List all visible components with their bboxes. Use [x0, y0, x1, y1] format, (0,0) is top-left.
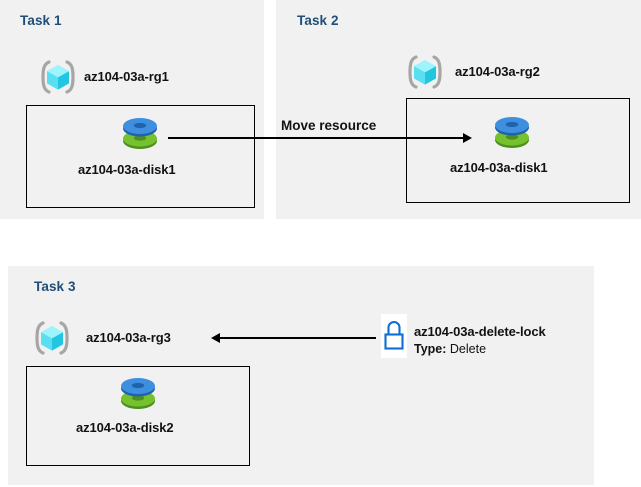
task-1-resource-label: az104-03a-disk1	[78, 162, 176, 177]
lock-applies-arrow-line	[220, 337, 376, 339]
lock-applies-arrow-head	[211, 333, 220, 343]
resource-group-icon	[32, 318, 72, 358]
managed-disk-icon	[119, 114, 161, 152]
lock-icon	[381, 314, 407, 358]
lock-type-key: Type:	[414, 342, 447, 356]
task-2-panel	[276, 0, 641, 219]
task-2-title: Task 2	[297, 13, 339, 28]
move-resource-arrow-line	[168, 137, 464, 139]
task-1-title: Task 1	[20, 13, 62, 28]
managed-disk-icon	[117, 374, 159, 412]
task-3-resource-group-label: az104-03a-rg3	[86, 330, 171, 345]
task-2-resource-label: az104-03a-disk1	[450, 160, 548, 175]
task-2-resource-group-label: az104-03a-rg2	[455, 64, 540, 79]
task-3-resource-label: az104-03a-disk2	[76, 420, 174, 435]
lock-type-value: Delete	[449, 342, 487, 356]
task-3-resource-container	[26, 366, 250, 466]
task-1-resource-group-label: az104-03a-rg1	[84, 69, 169, 84]
move-resource-arrow-label: Move resource	[281, 118, 377, 133]
managed-disk-icon	[491, 113, 533, 151]
resource-group-icon	[38, 57, 78, 97]
move-resource-arrow-head	[463, 133, 472, 143]
task-3-title: Task 3	[34, 279, 76, 294]
task-3-panel	[8, 266, 594, 485]
task-2-resource-container	[406, 98, 630, 203]
task-1-panel	[0, 0, 264, 219]
resource-group-icon	[405, 52, 445, 92]
task-1-resource-container	[26, 105, 255, 208]
lock-type-label: Type: Delete	[414, 342, 486, 356]
lock-name-label: az104-03a-delete-lock	[414, 324, 546, 339]
